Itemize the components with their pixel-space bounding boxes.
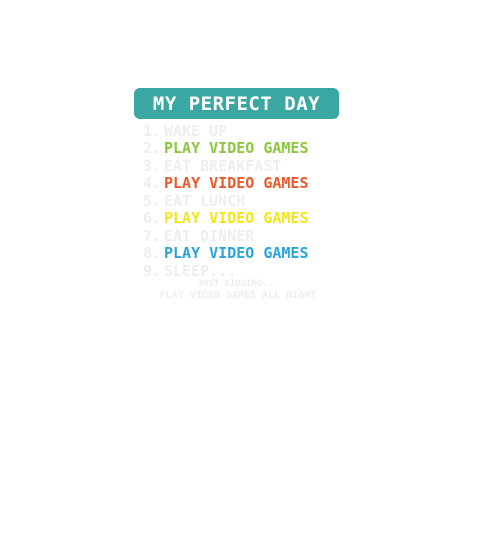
list-item-number: 3. [143, 156, 162, 175]
list-item: 6. PLAY VIDEO GAMES [143, 209, 309, 228]
list-item: 2. PLAY VIDEO GAMES [143, 139, 309, 158]
list-item-number: 7. [143, 226, 162, 245]
list-item-number: 6. [143, 209, 162, 228]
list-item-number: 9. [143, 261, 162, 280]
footer-line-1: JUST KIDDING... [197, 279, 279, 289]
list-item-text: PLAY VIDEO GAMES [164, 174, 309, 193]
list-item-number: 8. [143, 244, 162, 263]
list-item-number: 5. [143, 191, 162, 210]
list-item-number: 2. [143, 139, 162, 158]
title-banner: MY PERFECT DAY [134, 88, 339, 119]
list-item-text: PLAY VIDEO GAMES [164, 139, 309, 158]
list-item-text: EAT LUNCH [164, 191, 246, 210]
page-title: MY PERFECT DAY [152, 92, 321, 115]
list-item-text: PLAY VIDEO GAMES [164, 209, 309, 228]
day-list: 1. WAKE UP 2. PLAY VIDEO GAMES 3. EAT BR… [143, 122, 309, 280]
list-item: 8. PLAY VIDEO GAMES [143, 244, 309, 263]
list-item-number: 1. [143, 121, 162, 140]
list-item: 1. WAKE UP [143, 122, 309, 140]
list-item: 7. EAT DINNER [143, 227, 309, 245]
list-item: 4. PLAY VIDEO GAMES [143, 174, 309, 193]
footer-note: JUST KIDDING... PLAY VIDEO GAMES ALL NIG… [138, 279, 338, 302]
list-item: 5. EAT LUNCH [143, 192, 309, 210]
list-item: 3. EAT BREAKFAST [143, 157, 309, 175]
list-item-text: SLEEP... [164, 261, 237, 280]
list-item-number: 4. [143, 174, 162, 193]
footer-line-2: PLAY VIDEO GAMES ALL NIGHT [159, 290, 317, 301]
list-item-text: EAT BREAKFAST [164, 156, 282, 175]
list-item: 9. SLEEP... [143, 262, 309, 280]
list-item-text: PLAY VIDEO GAMES [164, 244, 309, 263]
list-item-text: EAT DINNER [164, 226, 255, 245]
list-item-text: WAKE UP [164, 121, 228, 140]
